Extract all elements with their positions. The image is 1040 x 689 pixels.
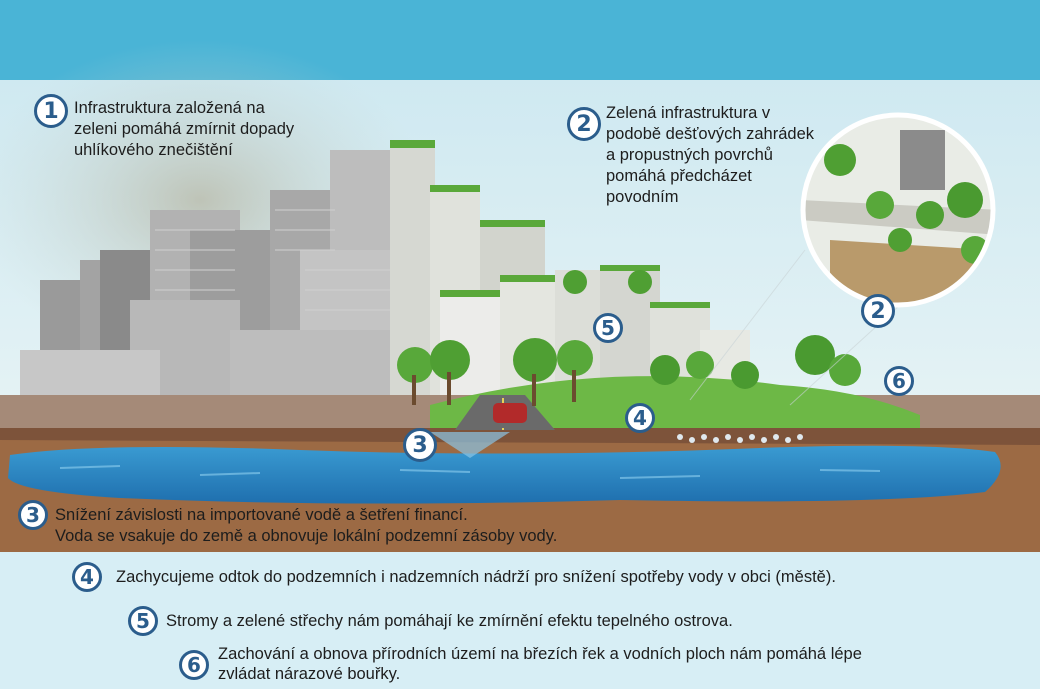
item-1-text: Infrastruktura založená na zeleni pomáhá… (74, 99, 295, 159)
badge-2-detail: 2 (861, 294, 895, 328)
badge-3-scene: 3 (403, 428, 437, 462)
item-5-text: Stromy a zelené střechy nám pomáhají ke … (166, 612, 733, 630)
window-lines (155, 209, 405, 311)
badge-5: 5 (128, 606, 158, 636)
car (493, 403, 527, 423)
badge-3: 3 (18, 500, 48, 530)
item-2-text: Zelená infrastruktura v podobě dešťových… (606, 104, 814, 206)
trees (397, 270, 861, 406)
zoom-pointer (689, 249, 806, 401)
rain-garden-detail (803, 115, 993, 305)
item-4-text: Zachycujeme odtok do podzemních i nadzem… (116, 568, 836, 586)
badge-4-scene: 4 (625, 403, 655, 433)
badge-6: 6 (179, 650, 209, 680)
bottom-panel (0, 552, 1040, 689)
item-6-line2: zvládat nárazové bouřky. (218, 665, 401, 683)
badge-2: 2 (567, 107, 601, 141)
storage-bubbles (677, 434, 803, 443)
rain-garden-frame (800, 112, 996, 308)
infiltration (430, 432, 510, 458)
item-3-line2: Voda se vsakuje do země a obnovuje lokál… (55, 527, 558, 545)
badge-5-scene: 5 (593, 313, 623, 343)
aquifer-sparkles (59, 465, 881, 479)
soil-top (0, 428, 1040, 445)
badge-6-scene: 6 (884, 366, 914, 396)
grey-city (20, 150, 410, 400)
badge-4: 4 (72, 562, 102, 592)
aquifer (8, 445, 1001, 504)
grass-hill (430, 376, 920, 430)
item-6-line1: Zachování a obnova přírodních území na b… (218, 645, 862, 663)
item-3-line1: Snížení závislosti na importované vodě a… (55, 506, 468, 524)
badge-1: 1 (34, 94, 68, 128)
